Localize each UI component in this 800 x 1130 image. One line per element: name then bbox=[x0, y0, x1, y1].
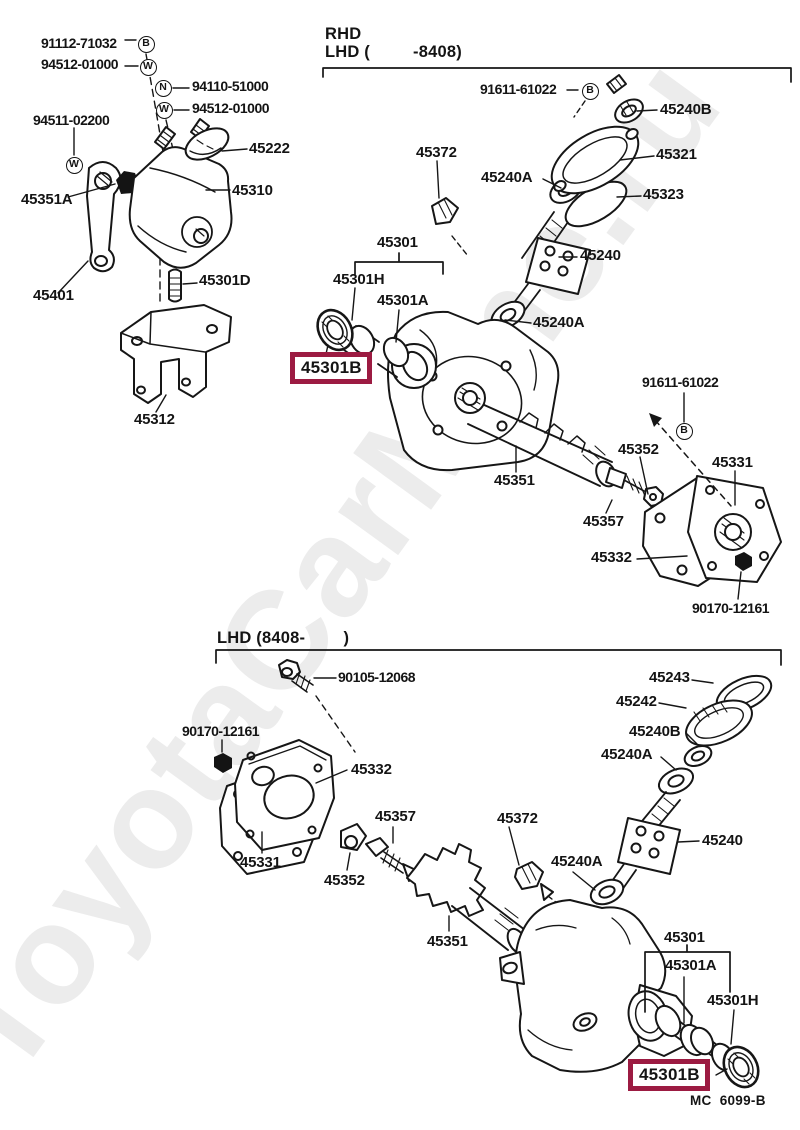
part-label: 45331 bbox=[240, 854, 281, 871]
part-label: 45357 bbox=[583, 513, 624, 530]
part-label: 45301A bbox=[377, 292, 429, 309]
part-label: 45301 bbox=[664, 929, 705, 946]
circled-letter-b: B bbox=[137, 35, 155, 53]
part-label: 91112-71032 bbox=[41, 35, 117, 51]
part-label: 90170-12161 bbox=[692, 600, 770, 616]
leader-lines bbox=[325, 109, 742, 600]
part-label: 45240A bbox=[601, 746, 653, 763]
part-label: 45401 bbox=[33, 287, 74, 304]
part-label: 45240B bbox=[629, 723, 681, 740]
part-label: 45240A bbox=[533, 314, 585, 331]
part-label: 45352 bbox=[324, 872, 365, 889]
part-label: 94512-01000 bbox=[41, 56, 119, 72]
part-label: 45301H bbox=[333, 271, 385, 288]
part-label: 45332 bbox=[591, 549, 632, 566]
section-title-rhd: RHD bbox=[325, 25, 362, 43]
circled-letter-b: B bbox=[675, 422, 693, 440]
label-bracket-45301-lower bbox=[644, 944, 731, 1013]
part-label: 45242 bbox=[616, 693, 657, 710]
circled-letter-n: N bbox=[154, 79, 172, 97]
part-label: 45312 bbox=[134, 411, 175, 428]
highlighted-part-label: 45301B bbox=[628, 1059, 710, 1091]
part-label: 91611-61022 bbox=[642, 374, 719, 390]
part-label: 45240 bbox=[580, 247, 621, 264]
leader-lines bbox=[57, 39, 248, 413]
part-label: 94512-01000 bbox=[192, 100, 270, 116]
section-bracket-post8408 bbox=[215, 649, 782, 666]
part-label: 45352 bbox=[618, 441, 659, 458]
label-bracket-45301 bbox=[354, 252, 444, 275]
part-label: 45240 bbox=[702, 832, 743, 849]
illustration-steering-gear-post8408 bbox=[214, 659, 773, 1089]
section-bracket-pre8408 bbox=[322, 67, 792, 83]
part-label: 90105-12068 bbox=[338, 669, 416, 685]
part-label: 45301A bbox=[665, 957, 717, 974]
illustration-steering-gear-pre8408 bbox=[316, 74, 782, 600]
part-label: 45310 bbox=[232, 182, 273, 199]
part-label: 45301D bbox=[199, 272, 251, 289]
part-label: 45332 bbox=[351, 761, 392, 778]
part-label: 45372 bbox=[497, 810, 538, 827]
part-label: 45331 bbox=[712, 454, 753, 471]
circled-letter-w: W bbox=[139, 58, 157, 76]
part-label: 45351A bbox=[21, 191, 73, 208]
part-label: 94511-02200 bbox=[33, 112, 110, 128]
part-label: 45240A bbox=[481, 169, 533, 186]
drawing-code: MC 6099-B bbox=[690, 1093, 766, 1108]
illustration-gearbox-and-bracket bbox=[57, 39, 248, 413]
part-label: 45240A bbox=[551, 853, 603, 870]
part-label: 45243 bbox=[649, 669, 690, 686]
part-label: 45351 bbox=[494, 472, 535, 489]
circled-letter-w: W bbox=[155, 101, 173, 119]
highlighted-part-label: 45301B bbox=[290, 352, 372, 384]
part-label: 90170-12161 bbox=[182, 723, 260, 739]
circled-letter-w: W bbox=[65, 156, 83, 174]
part-label: 45372 bbox=[416, 144, 457, 161]
part-label: 91611-61022 bbox=[480, 81, 557, 97]
part-label: 45357 bbox=[375, 808, 416, 825]
leader-lines bbox=[221, 677, 735, 1076]
part-label: 45301 bbox=[377, 234, 418, 251]
part-label: 45323 bbox=[643, 186, 684, 203]
part-label: 45321 bbox=[656, 146, 697, 163]
part-label: 45222 bbox=[249, 140, 290, 157]
section-title-lhd-pre8408: LHD ( -8408) bbox=[325, 43, 462, 61]
part-label: 94110-51000 bbox=[192, 78, 269, 94]
part-label: 45351 bbox=[427, 933, 468, 950]
section-title-lhd-post8408: LHD (8408- ) bbox=[217, 629, 350, 647]
circled-letter-b: B bbox=[581, 82, 599, 100]
part-label: 45240B bbox=[660, 101, 712, 118]
part-label: 45301H bbox=[707, 992, 759, 1009]
